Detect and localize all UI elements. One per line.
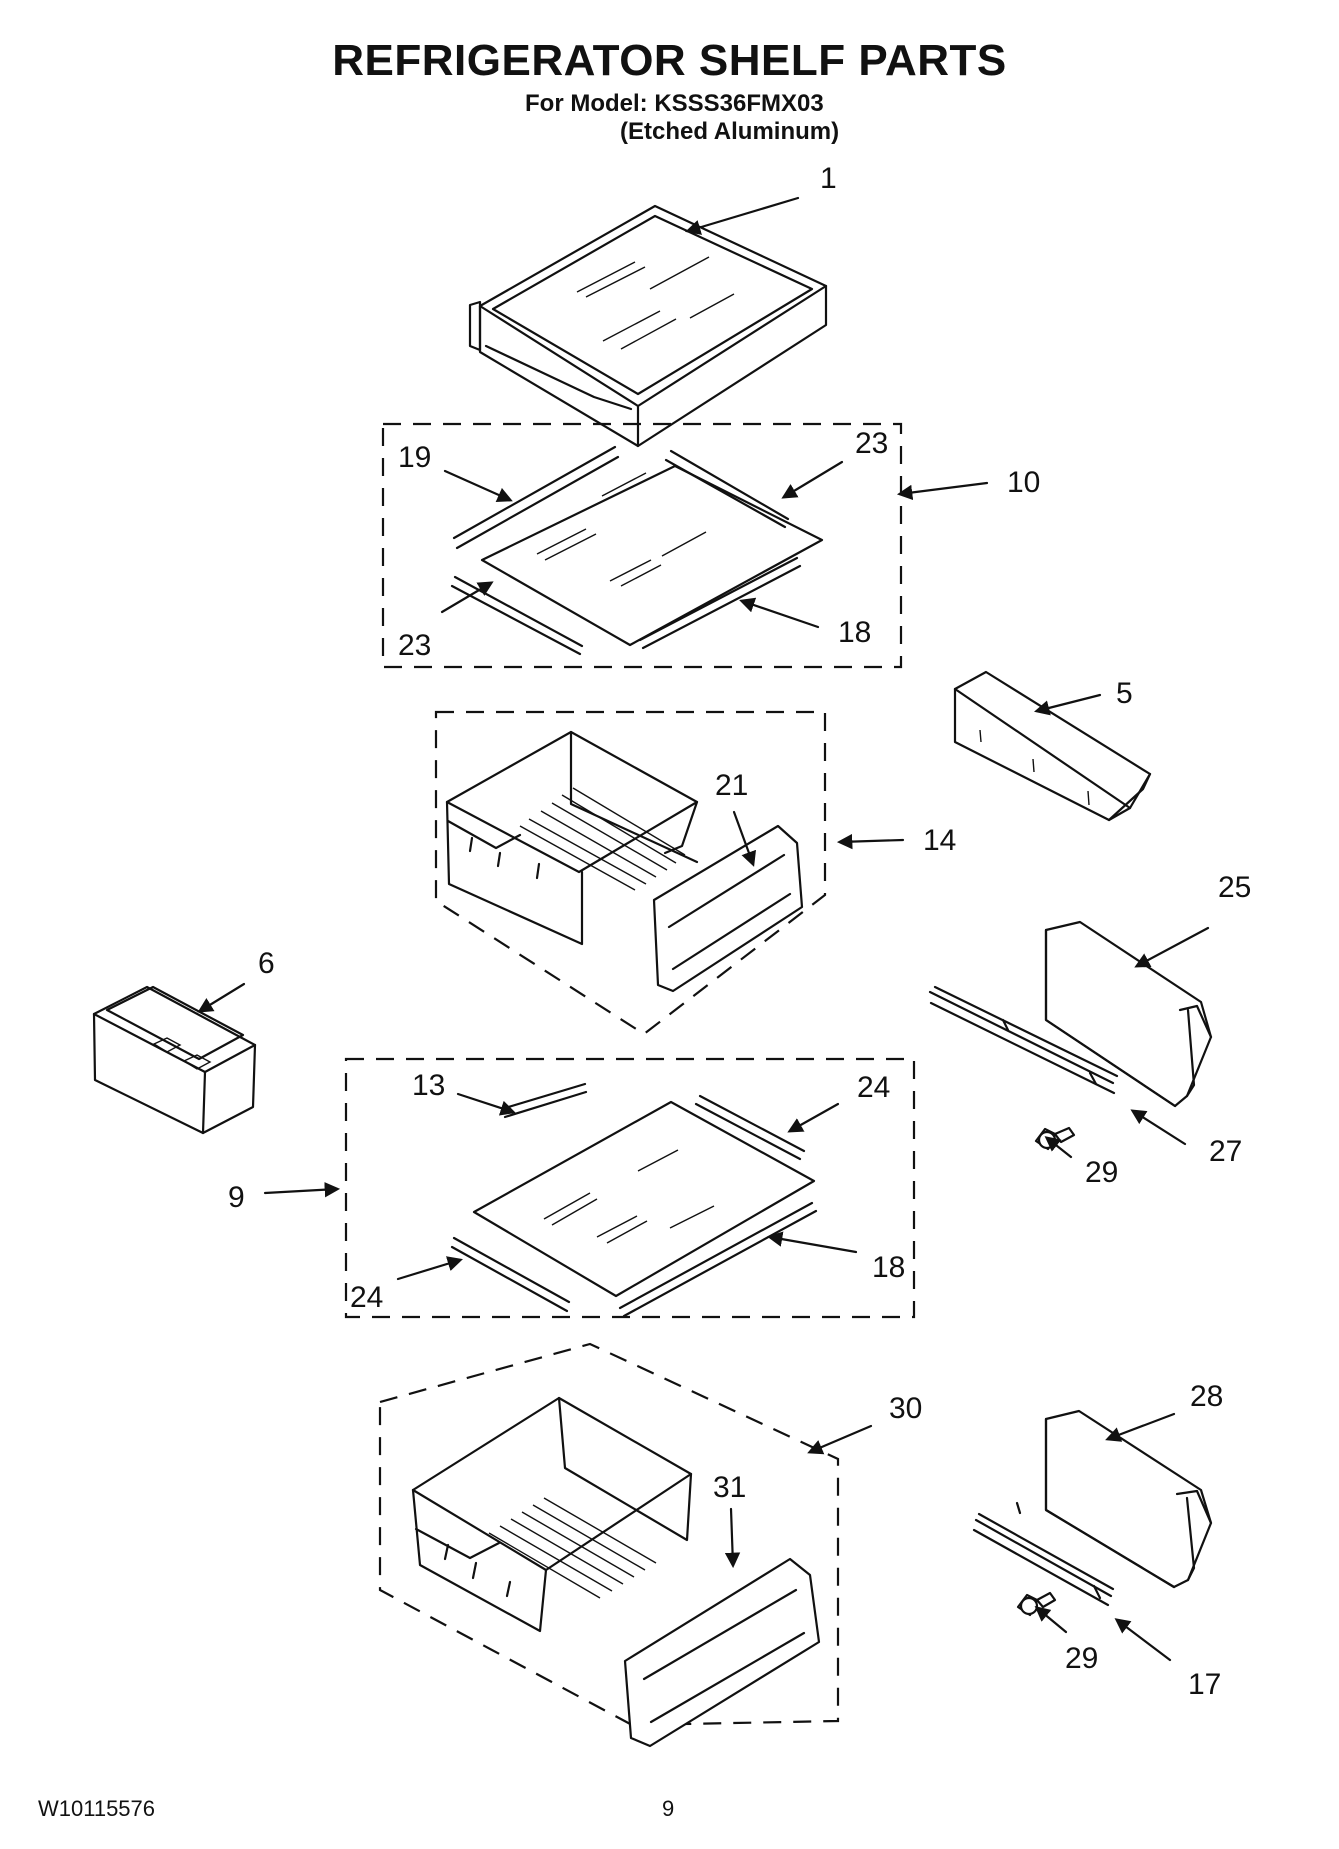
- callout-19: 19: [398, 441, 431, 474]
- page-title: REFRIGERATOR SHELF PARTS: [332, 36, 1007, 85]
- callout-21: 21: [715, 769, 748, 802]
- document-code: W10115576: [38, 1796, 156, 1821]
- callout-13: 13: [412, 1069, 445, 1102]
- assembly-14-crisper: [445, 730, 804, 993]
- callout-labels: 1 19 23 10 23 18 5 21 14 25 6 13 24 9 29…: [228, 162, 1251, 1701]
- model-line: For Model: KSSS36FMX03: [525, 90, 824, 117]
- callout-9: 9: [228, 1181, 245, 1214]
- callout-23-top: 23: [855, 427, 888, 460]
- callout-23-bottom: 23: [398, 629, 431, 662]
- callout-6: 6: [258, 947, 275, 980]
- callout-1: 1: [820, 162, 837, 195]
- callout-29-bottom: 29: [1065, 1642, 1098, 1675]
- callout-18-top: 18: [838, 616, 871, 649]
- callout-arrows: [197, 196, 1210, 1662]
- parts-28-17-29-bottom: [972, 1409, 1213, 1617]
- callout-27: 27: [1209, 1135, 1242, 1168]
- callout-24-bottom: 24: [350, 1281, 383, 1314]
- part-5-rail: [953, 670, 1152, 822]
- callout-5: 5: [1116, 677, 1133, 710]
- page-number: 9: [662, 1796, 675, 1821]
- assembly-10-boundary: [381, 422, 903, 669]
- callout-31: 31: [713, 1471, 746, 1504]
- assembly-9-boundary: [344, 1057, 916, 1319]
- part-6-bin: [92, 985, 257, 1135]
- parts-25-27-29-top: [928, 920, 1213, 1151]
- callout-29-top: 29: [1085, 1156, 1118, 1189]
- part-1-shelf: [468, 204, 828, 448]
- assembly-30-boundary: [378, 1342, 840, 1727]
- assembly-10-glass: [450, 445, 824, 656]
- callout-28: 28: [1190, 1380, 1223, 1413]
- callout-18-bottom: 18: [872, 1251, 905, 1284]
- callout-14: 14: [923, 824, 956, 857]
- assembly-30-freezer-basket: [411, 1396, 821, 1748]
- assembly-9-glass: [450, 1082, 818, 1318]
- finish-line: (Etched Aluminum): [620, 118, 840, 145]
- callout-10: 10: [1007, 466, 1040, 499]
- callout-17: 17: [1188, 1668, 1221, 1701]
- callout-25: 25: [1218, 871, 1251, 904]
- callout-24-top: 24: [857, 1071, 890, 1104]
- callout-30: 30: [889, 1392, 922, 1425]
